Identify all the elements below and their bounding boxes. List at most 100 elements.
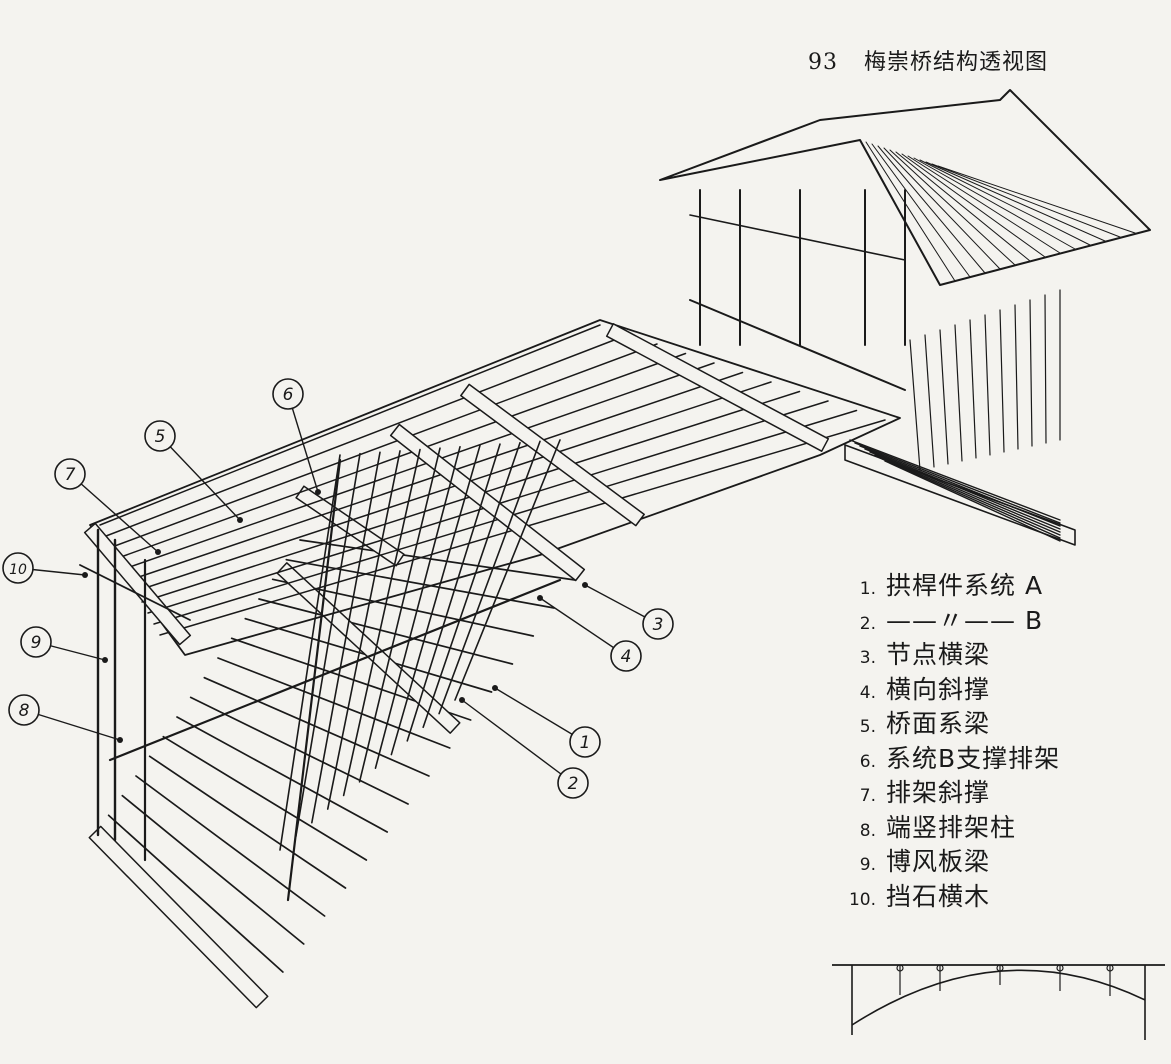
callout-leader [494, 687, 586, 743]
arch-log-b [454, 439, 561, 701]
callout-circle [54, 458, 86, 490]
bridge-structure [79, 89, 1151, 1009]
deck-log [123, 362, 715, 570]
arch-log-b [279, 454, 341, 851]
callout-anchor-dot [537, 595, 543, 601]
callout-9: 9 [20, 626, 108, 663]
side-board [924, 334, 935, 468]
end-posts [79, 528, 191, 862]
legend-item-number: 9. [859, 855, 876, 875]
arch-log-a [162, 735, 368, 861]
legend-item-number: 3. [859, 648, 876, 668]
callout-circle [272, 378, 304, 410]
arch-log-b [358, 447, 441, 783]
deck-log [129, 371, 744, 581]
callout-circle [610, 640, 642, 672]
deck-outline [89, 319, 901, 656]
roof-tile-line [937, 165, 1136, 234]
callout-number: 3 [653, 615, 664, 635]
legend-item-text: 端竖排架柱 [886, 812, 1017, 842]
callout-anchor-dot [155, 549, 161, 555]
roof-tile-line [907, 155, 1061, 254]
arch-log-b [295, 452, 361, 838]
arch-log-a [176, 716, 389, 833]
lateral-brace [286, 458, 342, 902]
side-board [969, 319, 977, 459]
legend-item: 4.横向斜撑 [832, 670, 1162, 705]
arch-log-b [374, 446, 461, 769]
inset-node [936, 964, 944, 972]
callout-4: 4 [537, 595, 642, 672]
side-board [984, 314, 991, 456]
deck-log [117, 352, 687, 559]
pavilion-sill [689, 299, 906, 391]
callout-number: 10 [9, 562, 27, 578]
callout-1: 1 [492, 685, 601, 758]
callout-anchor-dot [582, 582, 588, 588]
arch-log-b [326, 450, 401, 810]
side-board [999, 309, 1005, 453]
roof-tile-line [877, 145, 986, 274]
roof-tile-line [889, 149, 1016, 266]
roof-tile-line [931, 163, 1121, 238]
legend-item: 9.博风板梁 [832, 842, 1162, 877]
callout-anchor-dot [102, 657, 108, 663]
barge-board-beam [79, 564, 191, 621]
legend-item-number: 1. [859, 579, 876, 599]
callout-leader [539, 597, 627, 657]
legend-item: 1. 拱桿件系统 A [832, 566, 1162, 601]
roof-tile-line [865, 141, 956, 282]
legend-item-number: 5. [859, 717, 876, 737]
side-board [909, 339, 921, 471]
callout-circle [2, 552, 34, 584]
arch-elevation-inset [832, 964, 1165, 1040]
legend-item-text: 拱桿件系统 A [886, 571, 1044, 600]
roof-tile-line [925, 161, 1106, 242]
arch-log-a [189, 696, 409, 805]
legend-item: 10.挡石横木 [832, 877, 1162, 912]
roof-tile-line [901, 153, 1046, 258]
arch-log-a [135, 775, 326, 917]
far-arch-log [854, 442, 1061, 524]
arch-system-a [88, 485, 576, 1009]
callout-leader [287, 393, 319, 493]
callout-2: 2 [459, 697, 589, 799]
legend-item-text: 系统B支撑排架 [886, 743, 1061, 773]
callout-number: 9 [31, 633, 42, 653]
callout-anchor-dot [117, 737, 123, 743]
legend-item: 7.排架斜撑 [832, 773, 1162, 808]
legend: 1.拱桿件系统 A 2.——〃—— B 3.节点横梁 4.横向斜撑 5.桥面系梁… [832, 566, 1162, 911]
roof-tile-line [883, 147, 1001, 270]
callout-circle [642, 608, 674, 640]
arch-log-a [107, 814, 284, 973]
legend-item-text: 节点横梁 [886, 640, 991, 669]
callout-anchor-dot [492, 685, 498, 691]
arch-log-a [148, 755, 347, 889]
lateral-brace [108, 578, 562, 762]
callout-number: 4 [621, 647, 632, 667]
callout-6: 6 [272, 378, 321, 495]
far-arch-log [879, 457, 1061, 539]
figure-title: 梅崇桥结构透视图 [864, 50, 1049, 75]
side-board [954, 324, 963, 462]
legend-item-number: 7. [859, 786, 876, 806]
callout-3: 3 [582, 582, 674, 640]
side-board [1014, 304, 1019, 450]
roof-tile-line [913, 157, 1076, 250]
arch-log-b [390, 444, 481, 756]
pavilion-lintel [689, 214, 906, 261]
legend-item-text: 桥面系梁 [886, 709, 991, 738]
arch-log-a [299, 539, 576, 581]
legend-item-number: 6. [859, 751, 876, 772]
support-frame-beam [295, 485, 405, 567]
callout-circle [569, 726, 601, 758]
legend-item: 5. 桥面系梁 [832, 704, 1162, 739]
callout-anchor-dot [459, 697, 465, 703]
roof-tile-line [895, 151, 1031, 262]
far-abutment [844, 439, 1076, 546]
node-crossbeam-upper [460, 383, 645, 527]
far-arch-log [884, 460, 1061, 542]
inset-node [996, 964, 1004, 972]
node-crossbeam-lower [276, 562, 461, 734]
